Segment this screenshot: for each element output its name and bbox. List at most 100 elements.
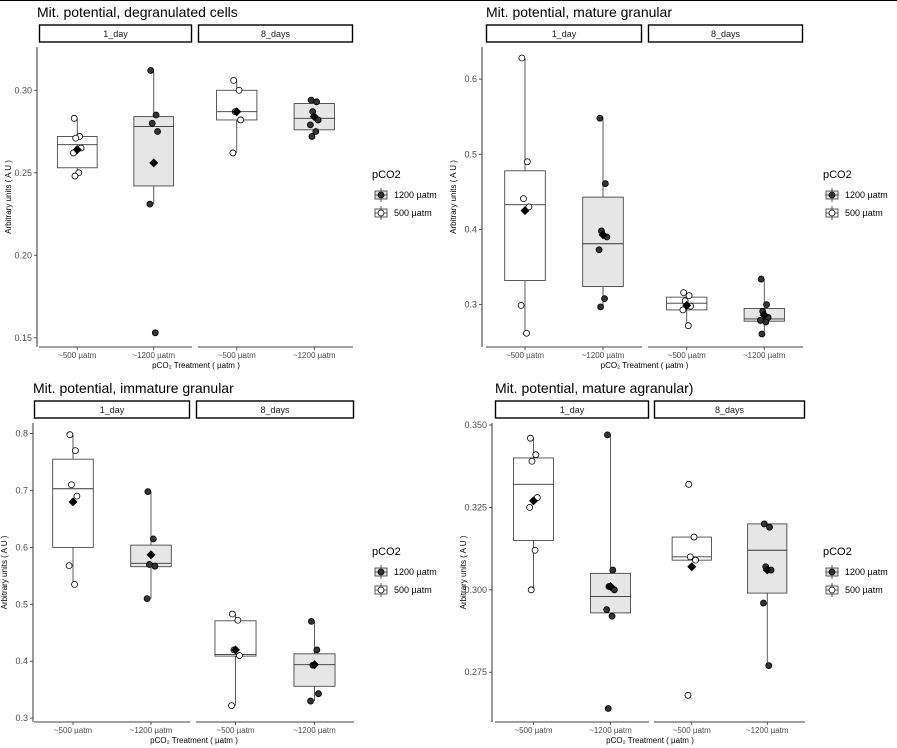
data-point [762,318,770,326]
x-axis-label: pCO₂ Treatment ( µatm ) [150,736,238,745]
data-point [684,691,692,699]
box [504,170,546,281]
x-tick-label: ~1200 µatm [589,726,632,735]
legend-item-label: 1200 µatm [845,567,888,577]
y-axis-label: Arbitrary units ( A U ) [449,160,458,234]
box-group: ~500 µatm [216,76,258,360]
chart-title: Mit. potential, mature agranular) [495,380,693,396]
data-point [151,562,159,570]
data-point [603,606,611,613]
y-tick-label: 0.30 [14,85,32,95]
box-group: ~500 µatm [52,431,94,735]
mean-marker [309,112,319,122]
mean-marker [529,496,538,506]
data-point [228,702,235,710]
box [133,116,175,187]
legend-key-point [377,568,385,576]
data-point [151,329,159,337]
chart-title: Mit. potential, immature granular [33,380,234,396]
legend-key-point [377,586,385,594]
data-point [237,116,245,124]
data-point [66,431,74,439]
data-point [760,599,767,607]
box-group: ~1200 µatm [130,488,173,735]
y-tick-label: 0.300 [464,585,487,595]
x-tick-label: ~500 µatm [218,351,257,360]
y-tick-label: 0.275 [464,667,487,677]
facet-strip [485,24,643,43]
data-point [308,133,316,140]
mean-marker [762,565,772,575]
facet-strip [33,400,191,419]
data-point [313,646,321,654]
data-point [146,200,154,208]
data-point [609,566,617,574]
legend-title: pCO2 [823,546,852,558]
data-point [235,86,243,94]
data-point [679,306,687,314]
data-point [766,523,773,531]
data-point [312,128,320,135]
data-point [230,76,238,84]
x-axis-label: pCO₂ Treatment ( µatm ) [601,361,689,370]
facet-strip-label: 1_day [100,405,125,415]
facet-strip [38,24,193,43]
box-group: ~1200 µatm [132,67,175,360]
data-point [758,330,766,338]
chart-title: Mit. potential, mature granular [486,4,672,20]
data-point [71,580,78,588]
y-axis-label: Arbitrary units ( A U ) [0,535,9,609]
x-tick-label: ~1200 µatm [132,351,175,360]
data-point [690,533,698,541]
data-point [520,195,527,203]
x-axis-label: pCO₂ Treatment ( µatm ) [152,361,240,370]
y-tick-label: 0.4 [464,224,477,234]
data-point [765,662,773,670]
legend-item-label: 500 µatm [394,208,432,218]
x-tick-label: ~500 µatm [216,726,255,735]
facet-strip [197,24,354,43]
legend-item-label: 500 µatm [845,208,883,218]
y-tick-label: 0.350 [464,420,487,430]
box [293,653,336,687]
data-point [236,652,243,659]
y-tick-label: 0.8 [15,429,28,439]
box-group: ~500 µatm [56,114,98,360]
data-point [523,329,530,337]
data-point [684,322,692,330]
data-point [68,481,75,489]
x-tick-label: ~1200 µatm [293,726,336,735]
data-point [596,114,604,122]
data-point [70,114,78,122]
legend-key-point [828,191,836,199]
legend-key-point [828,209,836,217]
data-point [525,203,533,211]
facet-strip [647,24,804,43]
x-tick-label: ~500 µatm [58,351,97,360]
data-point [313,98,320,106]
mean-marker [149,158,159,168]
chart-panel-1: Mit. potential, degranulated cells0.150.… [4,4,437,370]
mean-marker [231,645,240,655]
data-point [597,303,605,311]
data-point [527,434,534,442]
data-point [71,447,79,455]
data-point [72,134,80,142]
x-tick-label: ~500 µatm [54,726,93,735]
data-point [601,295,608,303]
y-tick-label: 0.6 [15,542,28,552]
x-tick-label: ~500 µatm [506,351,545,360]
data-point [234,616,242,624]
box [582,196,624,288]
data-point [517,301,525,309]
data-point [523,158,531,166]
facet-strip [494,400,650,419]
data-point [532,451,540,459]
box-group: ~500 µatm [666,289,708,360]
y-tick-label: 0.25 [14,168,32,178]
box-group: ~500 µatm [513,434,554,735]
y-tick-label: 0.4 [15,656,28,666]
data-point [228,610,236,618]
data-point [147,67,155,74]
facet-strip-label: 1_day [103,29,128,39]
